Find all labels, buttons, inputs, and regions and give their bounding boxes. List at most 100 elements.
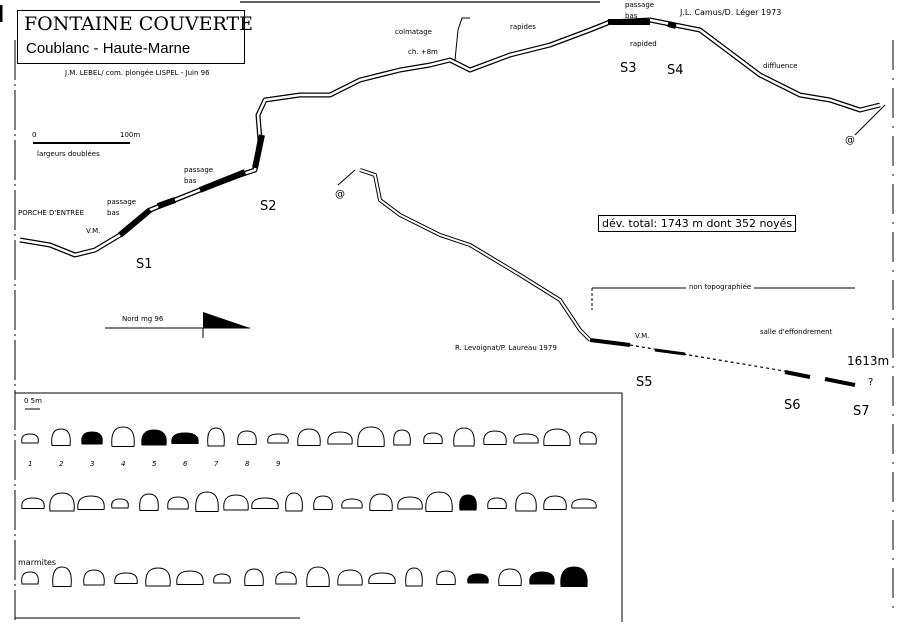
- sump-label: S2: [260, 199, 277, 214]
- sections-scale-label: 0 5m: [24, 397, 42, 405]
- flooded-sections: [118, 19, 677, 238]
- cross-section: [393, 429, 411, 446]
- section-number: 2: [59, 460, 64, 468]
- cross-section: [483, 430, 507, 445]
- entrance-marker-icon: @: [335, 189, 345, 200]
- cross-section: [498, 568, 522, 586]
- scale-note: largeurs doublées: [37, 150, 100, 158]
- cross-section: [341, 498, 363, 509]
- cross-section: [436, 570, 456, 585]
- section-number: 4: [121, 460, 125, 468]
- section-number: 9: [276, 460, 281, 468]
- sump-label: S1: [136, 257, 153, 272]
- section-number: 1: [28, 460, 32, 468]
- cross-section: [423, 432, 443, 444]
- cross-section: [176, 570, 204, 585]
- cross-section: [114, 572, 138, 584]
- cross-section: [223, 494, 249, 511]
- section-number: 6: [183, 460, 188, 468]
- cross-section: [139, 493, 159, 511]
- cross-section: [327, 431, 353, 445]
- cross-section: [213, 573, 231, 584]
- label-diffluence: diffluence: [763, 62, 798, 70]
- cross-section: [21, 433, 39, 444]
- entrance-line: [854, 104, 886, 136]
- cross-section: [357, 426, 385, 447]
- cross-section: [111, 426, 135, 447]
- subtitle: Coublanc - Haute-Marne: [26, 40, 191, 57]
- cross-section: [297, 428, 321, 446]
- title-box: FONTAINE COUVERTE Coublanc - Haute-Marne: [17, 10, 253, 64]
- cross-section: [459, 494, 477, 511]
- cross-section: [21, 497, 45, 509]
- cross-section: [83, 569, 105, 586]
- cross-section: [167, 496, 189, 510]
- credit: J.M. LEBEL/ com. plongée LISPEL - Juin 9…: [65, 69, 210, 77]
- label-porche: PORCHE D'ENTREE: [18, 209, 85, 217]
- scale-zero: 0: [32, 131, 37, 139]
- cross-section: [285, 492, 303, 512]
- cross-section: [251, 497, 279, 509]
- cross-section: [237, 430, 257, 445]
- cross-section: [244, 568, 264, 586]
- cross-section: [337, 569, 363, 586]
- label-passage-bas: passage bas: [107, 198, 137, 217]
- cross-section: [275, 571, 297, 585]
- label-cheminee: ch. +8m: [408, 48, 438, 56]
- label-rapided: rapided: [630, 40, 657, 48]
- label-unknown: ?: [868, 377, 874, 388]
- cross-section: [579, 431, 597, 445]
- entrance-marker-icon: @: [845, 135, 855, 146]
- entrance-line: [337, 169, 356, 186]
- label-colmatage: colmatage: [395, 28, 432, 36]
- colmatage-branch: [454, 17, 470, 61]
- section-number: 8: [245, 460, 250, 468]
- cross-section: [543, 428, 571, 446]
- cross-section: [513, 433, 539, 444]
- north-arrow-icon: [203, 312, 250, 328]
- cross-section: [51, 428, 71, 446]
- section-number: 5: [152, 460, 157, 468]
- cross-section: [171, 432, 199, 444]
- second-gallery: [359, 168, 592, 342]
- cross-section: [77, 495, 105, 510]
- main-gallery-inner: [19, 18, 881, 257]
- cross-section: [52, 566, 72, 587]
- cross-section: [49, 492, 75, 512]
- sump-label: S3: [620, 61, 637, 76]
- cross-section: [405, 567, 423, 587]
- sump-label: S4: [667, 63, 684, 78]
- label-camus: J.L. Camus/D. Léger 1973: [680, 8, 782, 17]
- cross-section: [195, 491, 219, 512]
- section-number: 3: [90, 460, 94, 468]
- cross-section: [529, 571, 555, 585]
- label-vm: V.M.: [635, 332, 650, 340]
- cross-section: [145, 567, 171, 587]
- total-development-box: dév. total: 1743 m dont 352 noyés: [598, 215, 797, 233]
- cross-section: [313, 495, 333, 510]
- cross-section: [111, 498, 129, 509]
- label-vm: V.M.: [86, 227, 101, 235]
- cross-section: [425, 491, 453, 512]
- sump-label: S7: [853, 404, 870, 419]
- label-depth: 1613m: [847, 354, 890, 368]
- label-marmites: marmites: [18, 558, 57, 567]
- cross-section: [368, 572, 396, 584]
- sump-label: S5: [636, 375, 653, 390]
- label-levoignat: R. Levoignat/P. Laureau 1979: [455, 344, 557, 352]
- label-non-topo: non topographiée: [686, 283, 755, 293]
- cross-section: [560, 566, 588, 587]
- scale-end: 100m: [120, 131, 141, 139]
- cross-section: [543, 495, 567, 510]
- downstream-gallery: [589, 338, 856, 387]
- label-passage-bas: passage bas: [184, 166, 214, 185]
- cross-section: [397, 496, 423, 510]
- cross-section: [267, 433, 289, 444]
- cross-section: [207, 427, 225, 447]
- cross-section: [81, 431, 103, 445]
- sump-label: S6: [784, 398, 801, 413]
- section-number: 7: [214, 460, 219, 468]
- cross-section: [487, 497, 507, 509]
- cross-section: [467, 573, 489, 584]
